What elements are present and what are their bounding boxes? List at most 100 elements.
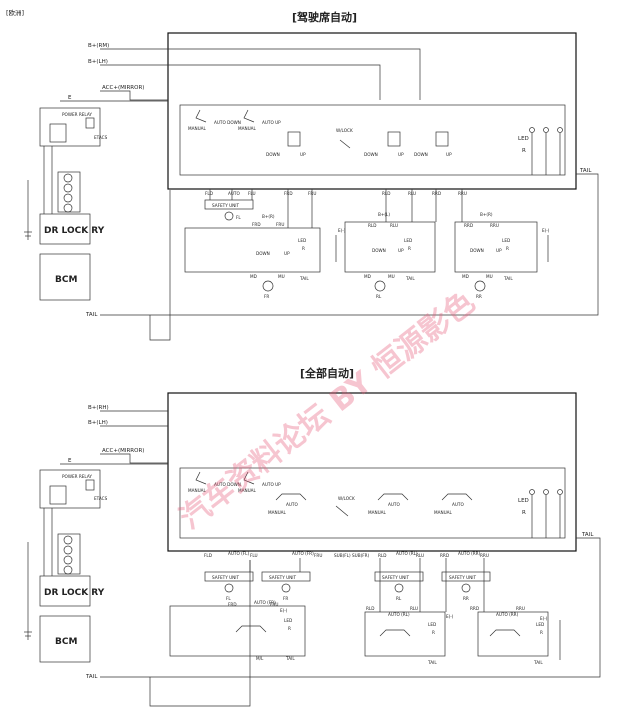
- svg-text:SAFETY UNIT: SAFETY UNIT: [449, 575, 477, 580]
- svg-text:ETACS: ETACS: [94, 496, 108, 501]
- svg-text:RRU: RRU: [480, 553, 489, 558]
- door-fr: B+(R) FRD FRU DOWN UP LED R TAIL MD MU F…: [184, 214, 346, 299]
- svg-text:RLD: RLD: [368, 223, 376, 228]
- svg-text:R: R: [288, 626, 291, 631]
- svg-text:TAIL: TAIL: [533, 660, 543, 665]
- svg-text:FR: FR: [283, 596, 288, 601]
- watermark: 汽车资料论坛 BY 恒源影色: [173, 285, 481, 537]
- svg-text:SAFETY UNIT: SAFETY UNIT: [212, 575, 240, 580]
- svg-text:R: R: [540, 630, 543, 635]
- lamp-group: [57, 533, 81, 575]
- svg-text:RRD: RRD: [440, 553, 449, 558]
- bus-labels: FLD AUTO (FL) FLU AUTO (FR) FRU SUB(FL) …: [204, 551, 489, 558]
- svg-text:RLD: RLD: [366, 606, 374, 611]
- svg-text:MANUAL: MANUAL: [368, 510, 387, 515]
- svg-text:FLU: FLU: [250, 553, 258, 558]
- svg-text:ACC+(MIRROR): ACC+(MIRROR): [102, 448, 144, 454]
- svg-text:RRU: RRU: [516, 606, 525, 611]
- bus-labels: FLD AUTO FLU FRD FRU RLD RLU RRD RRU: [205, 191, 467, 196]
- svg-text:FL: FL: [236, 215, 241, 220]
- svg-text:E(-): E(-): [446, 614, 454, 619]
- svg-text:UP: UP: [398, 248, 404, 253]
- svg-text:TAIL: TAIL: [579, 168, 592, 174]
- door-rl: B+(L) RLD RLU DOWN UP LED R TAIL MD MU R…: [344, 212, 436, 299]
- svg-text:RRD: RRD: [464, 223, 473, 228]
- svg-text:DOWN: DOWN: [414, 152, 428, 157]
- safety-unit-fr: [261, 571, 311, 582]
- lamp-group: [57, 171, 81, 213]
- svg-text:FRU: FRU: [314, 553, 322, 558]
- safety-unit-rl: [374, 571, 424, 582]
- svg-text:POWER RELAY: POWER RELAY: [62, 474, 92, 479]
- svg-text:AUTO: AUTO: [286, 502, 298, 507]
- safety-unit-fl: [204, 199, 254, 210]
- svg-text:E(-): E(-): [280, 608, 288, 613]
- svg-text:DOWN: DOWN: [470, 248, 484, 253]
- svg-text:FR: FR: [264, 294, 269, 299]
- master-switch-frame: [167, 32, 577, 190]
- svg-text:MANUAL: MANUAL: [238, 488, 257, 493]
- svg-text:RLD: RLD: [378, 553, 386, 558]
- svg-text:B+(L): B+(L): [378, 212, 390, 217]
- svg-text:AUTO: AUTO: [452, 502, 464, 507]
- svg-text:SUB(FL): SUB(FL): [334, 553, 351, 558]
- svg-text:AUTO (FR): AUTO (FR): [292, 551, 314, 556]
- svg-text:LED: LED: [518, 498, 529, 504]
- svg-text:LED: LED: [404, 238, 412, 243]
- svg-text:AUTO (RL): AUTO (RL): [388, 612, 410, 617]
- tail-label: TAIL: [85, 312, 98, 318]
- svg-text:TAIL: TAIL: [405, 276, 415, 281]
- svg-text:RR: RR: [463, 596, 469, 601]
- svg-text:R: R: [506, 246, 509, 251]
- svg-text:MANUAL: MANUAL: [188, 126, 207, 131]
- svg-text:MD: MD: [364, 274, 371, 279]
- svg-text:TAIL: TAIL: [285, 656, 295, 661]
- svg-text:TAIL: TAIL: [299, 276, 309, 281]
- svg-text:AUTO: AUTO: [228, 191, 240, 196]
- svg-text:LED: LED: [502, 238, 510, 243]
- svg-text:TAIL: TAIL: [503, 276, 513, 281]
- svg-text:FL: FL: [226, 596, 231, 601]
- svg-text:FRD: FRD: [252, 222, 261, 227]
- region-label: [欧洲]: [6, 8, 24, 17]
- svg-text:AUTO: AUTO: [388, 502, 400, 507]
- svg-text:RLU: RLU: [416, 553, 424, 558]
- svg-text:R: R: [432, 630, 435, 635]
- svg-text:LED: LED: [428, 622, 436, 627]
- etacs-label: ETACS: [94, 135, 108, 140]
- svg-text:B+(R): B+(R): [480, 212, 493, 217]
- dr-lock-relay-box: [39, 575, 91, 607]
- svg-text:AUTO UP: AUTO UP: [262, 482, 281, 487]
- section-all-auto: [全部自动] B+(RH) B+(LH) ACC+(MIRROR) E POWE…: [24, 366, 601, 707]
- svg-text:M/L: M/L: [256, 656, 264, 661]
- svg-text:AUTO (FL): AUTO (FL): [228, 551, 249, 556]
- label-bplus-lh: B+(LH): [88, 59, 108, 65]
- svg-text:R: R: [522, 148, 526, 154]
- svg-text:AUTO UP: AUTO UP: [262, 120, 281, 125]
- svg-text:MANUAL: MANUAL: [188, 488, 207, 493]
- svg-text:RRD: RRD: [432, 191, 441, 196]
- svg-text:LED: LED: [536, 622, 544, 627]
- svg-text:AUTO (FR): AUTO (FR): [254, 600, 276, 605]
- door-rr: B+(R) RRD RRU DOWN UP LED R TAIL MD MU R…: [454, 212, 550, 299]
- svg-text:FRD: FRD: [228, 602, 237, 607]
- label-e: E: [68, 95, 72, 101]
- door-rl: RLD RLU AUTO (RL) LED R TAIL E(-): [364, 606, 454, 665]
- svg-text:B+(RH): B+(RH): [88, 405, 109, 411]
- svg-text:MU: MU: [278, 274, 285, 279]
- svg-text:MD: MD: [462, 274, 469, 279]
- door-fr: FRD FRU AUTO (FR) LED R TAIL M/L E(-): [169, 600, 306, 661]
- section-title: [全部自动]: [300, 366, 354, 380]
- svg-text:AUTO (RR): AUTO (RR): [458, 551, 481, 556]
- svg-text:MD: MD: [250, 274, 257, 279]
- svg-text:R: R: [408, 246, 411, 251]
- power-relay-label: POWER RELAY: [62, 112, 92, 117]
- section-title: [驾驶席自动]: [292, 10, 357, 24]
- svg-text:RLU: RLU: [390, 223, 398, 228]
- svg-text:E(-): E(-): [540, 616, 548, 621]
- label-acc: ACC+(MIRROR): [102, 85, 144, 91]
- label-bplus-rm: B+(RM): [88, 43, 109, 49]
- svg-text:AUTO (RL): AUTO (RL): [396, 551, 418, 556]
- dr-lock-relay-box: [39, 213, 91, 245]
- bcm-label: BCM: [55, 275, 77, 285]
